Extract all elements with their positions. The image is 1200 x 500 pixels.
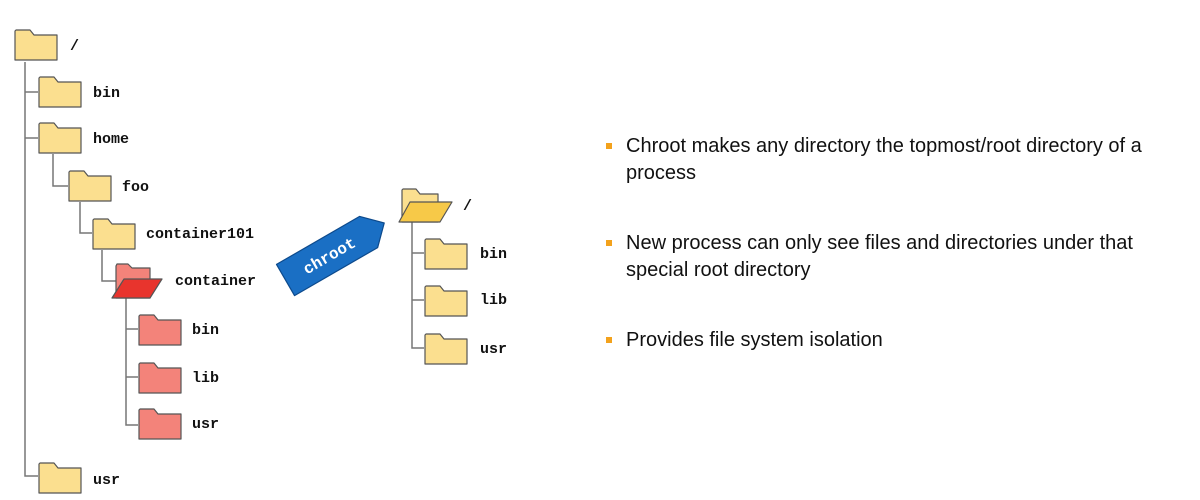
bullet-item: Provides file system isolation — [606, 327, 1176, 354]
folder-icon-host-usr — [39, 463, 81, 493]
host-tree-lines — [24, 62, 138, 477]
container-lib-label: lib — [192, 370, 219, 387]
host-home-label: home — [93, 131, 129, 148]
jail-usr-label: usr — [480, 341, 507, 358]
folder-icon-host-foo — [69, 171, 111, 201]
host-bin-label: bin — [93, 85, 120, 102]
container-usr-label: usr — [192, 416, 219, 433]
folder-icon-host-container101 — [93, 219, 135, 249]
bullet-list: Chroot makes any directory the topmost/r… — [606, 133, 1176, 397]
host-foo-label: foo — [122, 179, 149, 196]
folder-icon-container-bin — [139, 315, 181, 345]
folder-open-icon-jail-root — [398, 188, 453, 223]
folder-icon-container-lib — [139, 363, 181, 393]
bullet-marker-icon — [606, 337, 612, 343]
folder-icon-host-root — [15, 30, 57, 60]
jail-lib-label: lib — [480, 292, 507, 309]
bullet-text: Provides file system isolation — [626, 329, 883, 351]
bullet-marker-icon — [606, 240, 612, 246]
folder-icon-jail-lib — [425, 286, 467, 316]
jail-root-label: / — [463, 198, 472, 215]
jail-tree-lines — [411, 220, 424, 349]
folder-icon-jail-usr — [425, 334, 467, 364]
folder-icon-container-usr — [139, 409, 181, 439]
bullet-marker-icon — [606, 143, 612, 149]
host-container101-label: container101 — [146, 226, 254, 243]
bullet-item: Chroot makes any directory the topmost/r… — [606, 133, 1176, 187]
folder-icon-jail-bin — [425, 239, 467, 269]
jail-bin-label: bin — [480, 246, 507, 263]
bullet-text: New process can only see files and direc… — [626, 232, 1133, 281]
bullet-item: New process can only see files and direc… — [606, 230, 1176, 284]
bullet-text: Chroot makes any directory the topmost/r… — [626, 135, 1142, 184]
folder-icon-host-bin — [39, 77, 81, 107]
folder-open-icon-container — [111, 263, 163, 299]
container-bin-label: bin — [192, 322, 219, 339]
host-usr-label: usr — [93, 472, 120, 489]
host-container-label: container — [175, 273, 256, 290]
folder-icon-host-home — [39, 123, 81, 153]
chroot-arrow: chroot — [275, 215, 385, 297]
host-root-label: / — [70, 38, 79, 55]
